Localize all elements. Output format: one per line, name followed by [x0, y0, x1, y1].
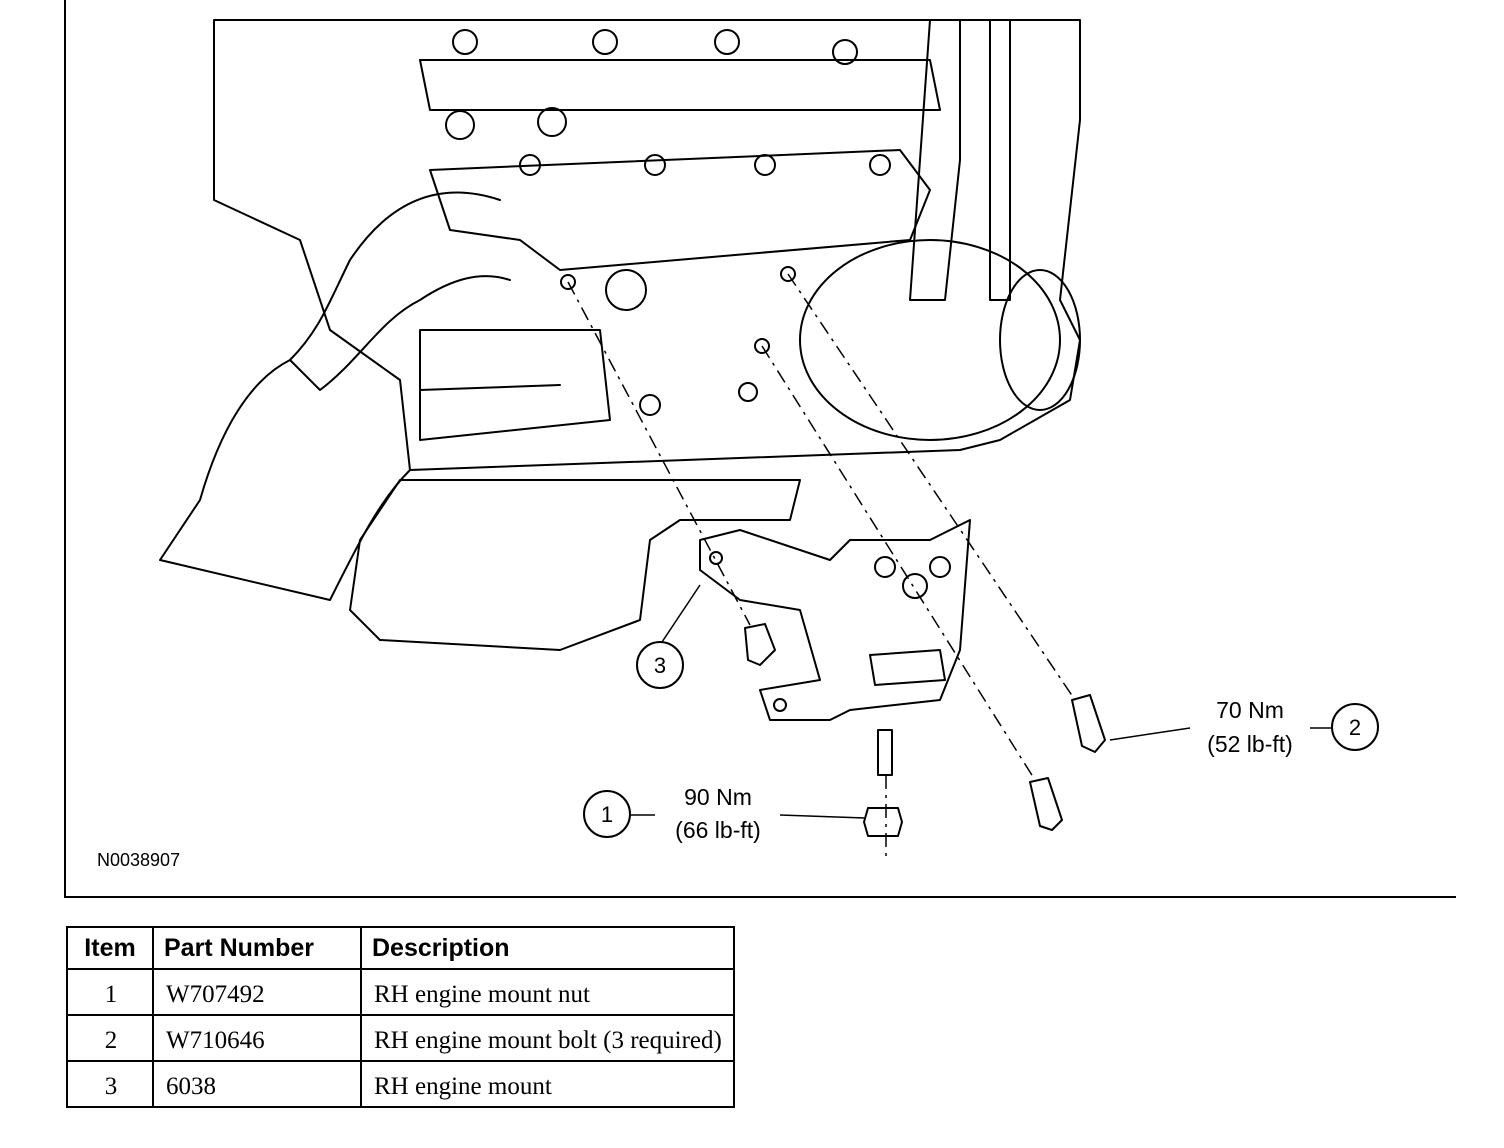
cell-item: 1 [66, 968, 154, 1016]
cell-description: RH engine mount nut [360, 968, 735, 1016]
torque-label-2-lbft: (52 lb-ft) [1207, 731, 1293, 757]
cell-description: RH engine mount bolt (3 required) [360, 1014, 735, 1062]
leader-line-2 [1109, 727, 1191, 741]
valve-cover [419, 59, 941, 111]
bolt-right [1071, 694, 1106, 753]
ac-compressor [799, 239, 1061, 441]
figure-id: N0038907 [97, 850, 180, 870]
callout-circle-2 [1331, 703, 1379, 751]
callout-number-3: 3 [654, 653, 666, 678]
bolt-upper-left [744, 623, 776, 666]
cell-description: RH engine mount [360, 1060, 735, 1108]
nut [863, 807, 903, 837]
exhaust-pipe [289, 191, 511, 391]
header-part-number: Part Number [152, 926, 362, 970]
bolt-lower [1029, 777, 1063, 831]
table-row: 2 W710646 RH engine mount bolt (3 requir… [66, 1014, 735, 1062]
cell-item: 3 [66, 1060, 154, 1108]
leader-line-3 [659, 584, 701, 646]
callout-circle-3 [636, 641, 684, 689]
alignment-line-3 [761, 345, 1036, 781]
engine-mount-bracket [699, 519, 971, 721]
leader-line-1b [779, 814, 866, 819]
callout-number-1: 1 [601, 802, 613, 827]
header-item: Item [66, 926, 154, 970]
alignment-line-1 [567, 281, 751, 626]
torque-label-1-lbft: (66 lb-ft) [675, 817, 761, 843]
exhaust-manifold [429, 149, 931, 271]
header-description: Description [360, 926, 735, 970]
table-row: 1 W707492 RH engine mount nut [66, 968, 735, 1016]
oil-pan [349, 479, 801, 651]
parts-table: Item Part Number Description 1 W707492 R… [66, 926, 735, 1108]
engine-block-outline [213, 19, 1081, 471]
table-header-row: Item Part Number Description [66, 926, 735, 970]
table-row: 3 6038 RH engine mount [66, 1060, 735, 1108]
callout-circle-1 [583, 790, 631, 838]
torque-label-1-nm: 90 Nm [684, 784, 752, 810]
figure-frame [64, 0, 1456, 898]
cell-part-number: 6038 [152, 1060, 362, 1108]
starter-motor [419, 329, 611, 441]
torque-label-2-nm: 70 Nm [1216, 697, 1284, 723]
cell-part-number: W710646 [152, 1014, 362, 1062]
cell-item: 2 [66, 1014, 154, 1062]
hose [909, 19, 961, 301]
callout-number-2: 2 [1349, 715, 1361, 740]
engine-mount-illustration: 1 2 3 90 Nm (66 lb-ft) 70 Nm (52 lb-ft) … [97, 19, 1379, 870]
cell-part-number: W707492 [152, 968, 362, 1016]
alignment-line-2 [787, 273, 1076, 701]
